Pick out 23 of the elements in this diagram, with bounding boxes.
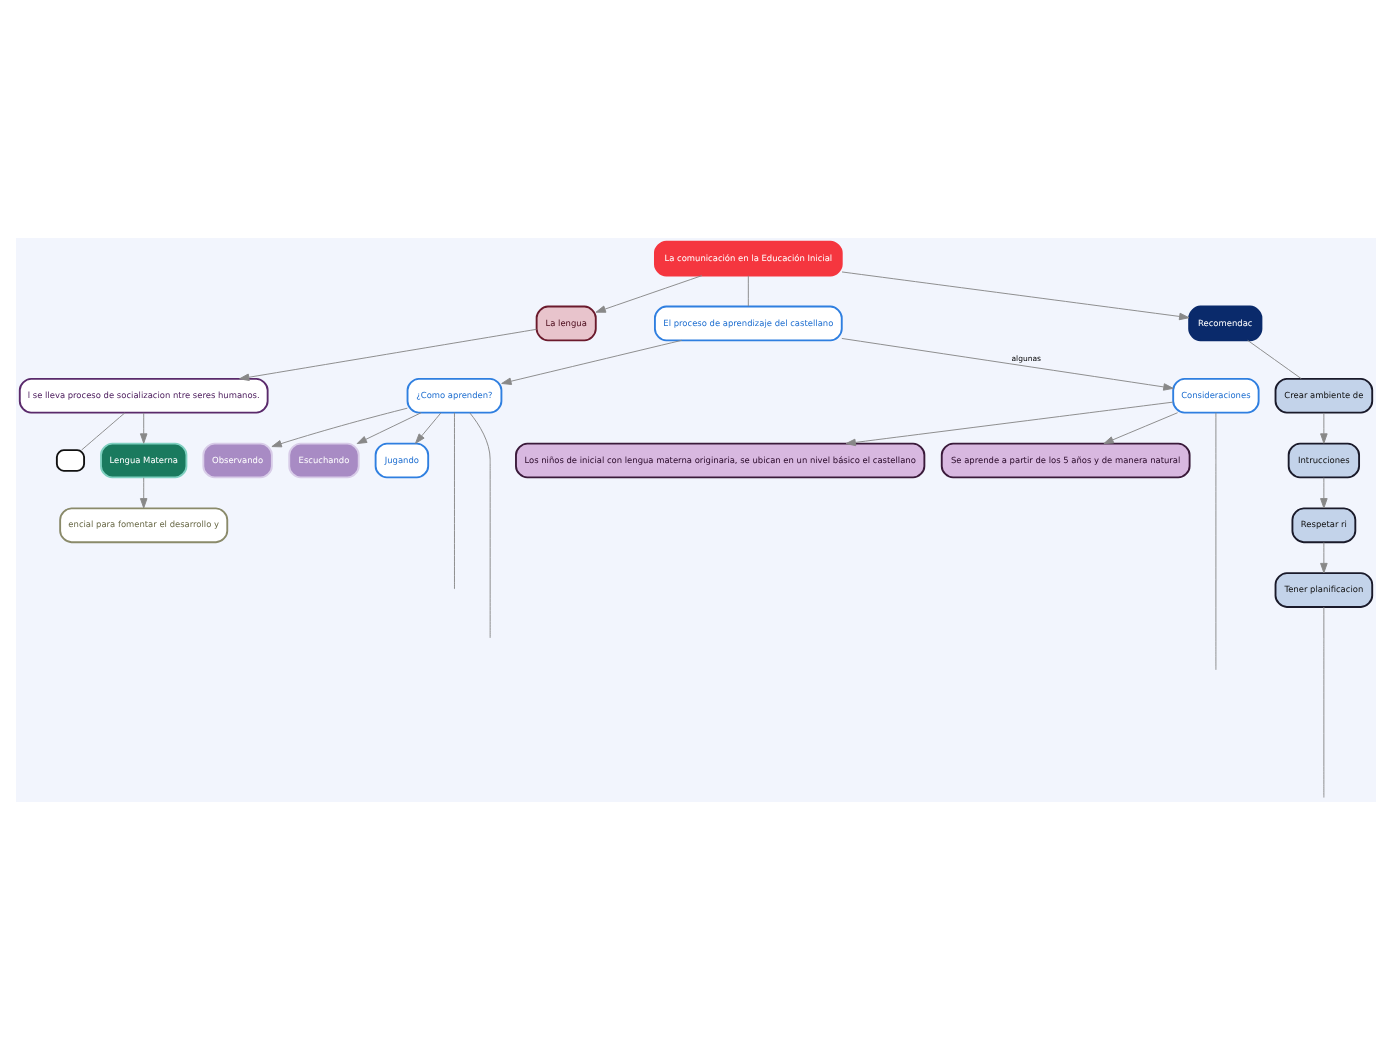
arrow [501, 339, 683, 385]
connector [1323, 606, 1325, 798]
connector [1215, 412, 1217, 671]
arrow [139, 477, 148, 509]
arrow [1103, 412, 1179, 445]
arrow [1320, 412, 1328, 444]
arrow [415, 412, 442, 444]
arrow [845, 401, 1174, 447]
arrow [271, 407, 408, 448]
arrow [841, 271, 1190, 321]
connector [1247, 339, 1302, 380]
arrow [1320, 477, 1328, 509]
arrow [239, 328, 537, 381]
arrow [139, 412, 148, 444]
arrow [356, 412, 422, 445]
arrow [841, 338, 1174, 391]
node-box [55, 449, 86, 472]
arrow [595, 275, 703, 313]
connector [454, 412, 455, 590]
connector [81, 412, 126, 451]
connector [747, 275, 749, 307]
connector [469, 412, 491, 639]
arrow [1320, 541, 1328, 574]
